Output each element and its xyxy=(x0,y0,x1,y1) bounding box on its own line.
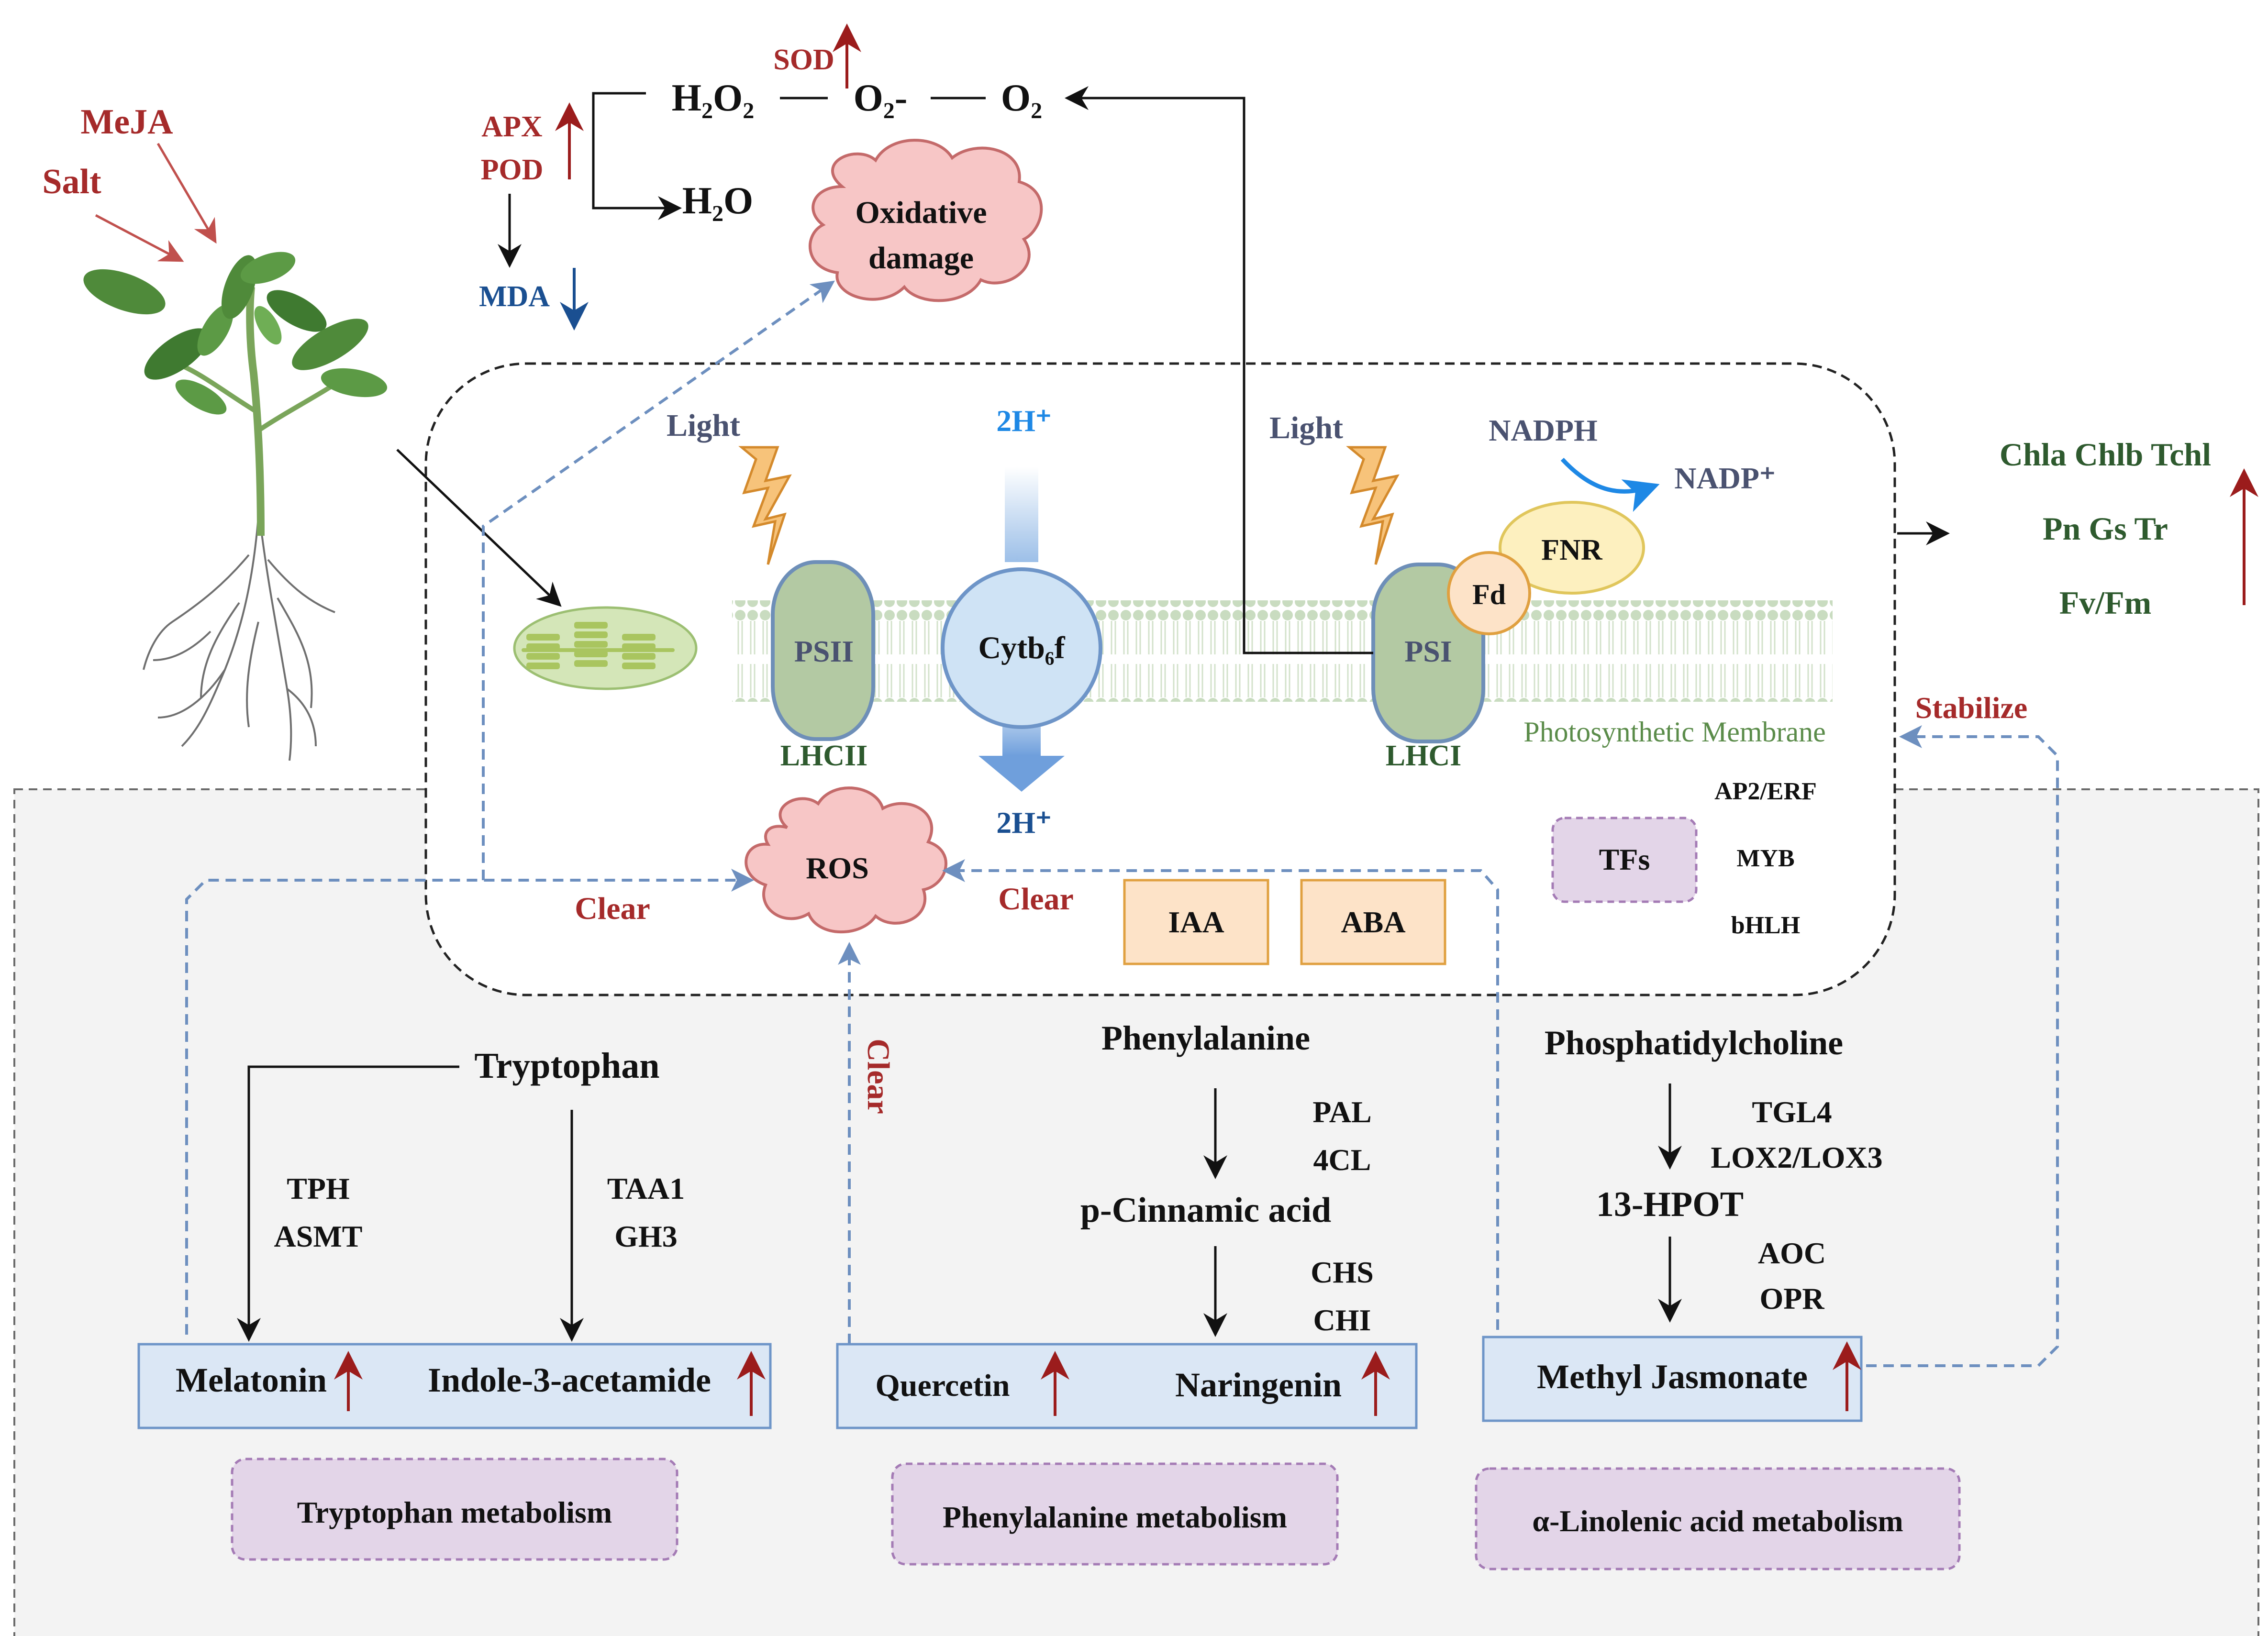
chs-label: CHS xyxy=(1311,1255,1374,1289)
phosphatidylcholine-label: Phosphatidylcholine xyxy=(1544,1024,1844,1062)
methyl-jasmonate-label: Methyl Jasmonate xyxy=(1537,1358,1808,1396)
photosynthetic-membrane xyxy=(732,600,1833,702)
lox-label: LOX2/LOX3 xyxy=(1711,1140,1883,1174)
tfs-box xyxy=(1551,817,1698,903)
salt-label: Salt xyxy=(42,162,101,201)
cytb6f-label: Cytb₆f xyxy=(978,630,1065,665)
mj-clear-arrow xyxy=(942,859,1499,1330)
meja-arrow xyxy=(156,143,217,244)
proton-out-head xyxy=(978,756,1065,792)
tfs-label: TFs xyxy=(1599,842,1650,876)
phe-product-box xyxy=(836,1343,1418,1429)
membrane-label: Photosynthetic Membrane xyxy=(1523,716,1826,748)
stabilize-arrow xyxy=(1866,725,2059,1367)
cinnamic-acid-label: p-Cinnamic acid xyxy=(1080,1191,1332,1230)
tf-ap2erf-label: AP2/ERF xyxy=(1714,778,1817,805)
pal-label: PAL xyxy=(1312,1095,1372,1129)
psii-complex xyxy=(771,560,875,741)
oxidative-damage-cloud xyxy=(808,139,1043,302)
pod-label: POD xyxy=(480,154,544,186)
melatonin-clear-arrow xyxy=(185,869,754,1335)
fnr-protein xyxy=(1499,501,1645,595)
fd-protein xyxy=(1447,551,1531,635)
4cl-label: 4CL xyxy=(1313,1143,1371,1177)
iaa-box xyxy=(1123,879,1269,965)
iaa-label: IAA xyxy=(1168,905,1224,939)
phe-metabolism-box xyxy=(891,1462,1339,1566)
aba-box xyxy=(1300,879,1446,965)
naringenin-label: Naringenin xyxy=(1175,1366,1342,1404)
tph-label: TPH xyxy=(287,1172,350,1205)
light-left-label: Light xyxy=(666,408,741,443)
o2-minus-label: O₂- xyxy=(853,77,908,119)
tf-myb-label: MYB xyxy=(1736,845,1795,872)
ala-metabolism-label: α-Linolenic acid metabolism xyxy=(1532,1504,1903,1538)
trp-metabolism-box xyxy=(231,1458,678,1561)
fd-label: Fd xyxy=(1472,579,1506,610)
nadp-label: NADP⁺ xyxy=(1674,461,1776,495)
clear-vertical-label: Clear xyxy=(861,1039,896,1114)
fnr-label: FNR xyxy=(1541,534,1602,566)
phe-metabolism-label: Phenylalanine metabolism xyxy=(942,1500,1288,1534)
light-bolt-right xyxy=(1346,446,1400,565)
ala-product-box xyxy=(1482,1336,1863,1422)
sod-label: SOD xyxy=(773,44,834,76)
output-gas-exchange: Pn Gs Tr xyxy=(2043,510,2168,547)
chi-label: CHI xyxy=(1313,1303,1371,1337)
output-fvfm: Fv/Fm xyxy=(2059,585,2152,621)
ros-label: ROS xyxy=(806,851,869,885)
chloroplast-icon xyxy=(513,606,698,690)
clear-left-label: Clear xyxy=(575,891,650,926)
hpot-label: 13-HPOT xyxy=(1596,1185,1744,1224)
ala-metabolism-box xyxy=(1475,1467,1961,1570)
output-chlorophyll: Chla Chlb Tchl xyxy=(1999,436,2212,473)
h2o2-to-h2o-arrow xyxy=(592,92,682,220)
trp-metabolism-label: Tryptophan metabolism xyxy=(297,1495,612,1529)
light-bolt-left xyxy=(738,446,792,565)
oxidative-damage-line1: Oxidative xyxy=(855,195,987,230)
psi-to-o2-arrow xyxy=(1065,86,1373,654)
h2o-label: H₂O xyxy=(682,180,754,222)
nadph-label: NADPH xyxy=(1489,413,1598,447)
proton-top-label: 2H⁺ xyxy=(996,404,1052,438)
ros-to-damage-arrow xyxy=(482,280,835,880)
melatonin-label: Melatonin xyxy=(176,1361,327,1399)
salt-arrow xyxy=(95,214,184,262)
tgl4-label: TGL4 xyxy=(1752,1095,1832,1129)
clear-right-label: Clear xyxy=(998,882,1074,917)
phenylalanine-label: Phenylalanine xyxy=(1101,1019,1311,1057)
proton-in-arrow xyxy=(1005,466,1038,562)
stabilize-label: Stabilize xyxy=(1915,691,2028,725)
proton-bottom-label: 2H⁺ xyxy=(996,806,1052,840)
psii-label: PSII xyxy=(794,634,854,668)
quercetin-label: Quercetin xyxy=(875,1368,1010,1403)
meja-label: MeJA xyxy=(80,102,173,142)
oxidative-damage-line2: damage xyxy=(868,241,974,276)
tryptophan-label: Tryptophan xyxy=(474,1046,660,1086)
asmt-label: ASMT xyxy=(274,1219,363,1253)
o2-label: O₂ xyxy=(1001,77,1043,119)
psi-label: PSI xyxy=(1404,634,1452,668)
trp-product-box xyxy=(137,1343,772,1429)
light-right-label: Light xyxy=(1269,410,1344,445)
h2o2-label: H₂O₂ xyxy=(671,77,755,119)
mda-label: MDA xyxy=(478,280,550,313)
lhcii-label: LHCII xyxy=(780,740,868,772)
indole-acetamide-label: Indole-3-acetamide xyxy=(428,1361,711,1399)
nadph-arrow xyxy=(1560,457,1660,512)
taa1-label: TAA1 xyxy=(607,1172,685,1205)
lhci-label: LHCI xyxy=(1385,740,1462,772)
apx-label: APX xyxy=(481,111,543,143)
trp-to-melatonin-arrow xyxy=(237,1065,459,1342)
gh3-label: GH3 xyxy=(614,1219,678,1253)
plant-to-chloroplast-arrow xyxy=(396,449,562,607)
aoc-label: AOC xyxy=(1757,1236,1826,1270)
opr-label: OPR xyxy=(1759,1282,1824,1315)
plant-illustration xyxy=(83,252,388,761)
aba-label: ABA xyxy=(1341,905,1406,939)
cytb6f-complex xyxy=(941,567,1102,729)
tf-bhlh-label: bHLH xyxy=(1731,912,1801,939)
